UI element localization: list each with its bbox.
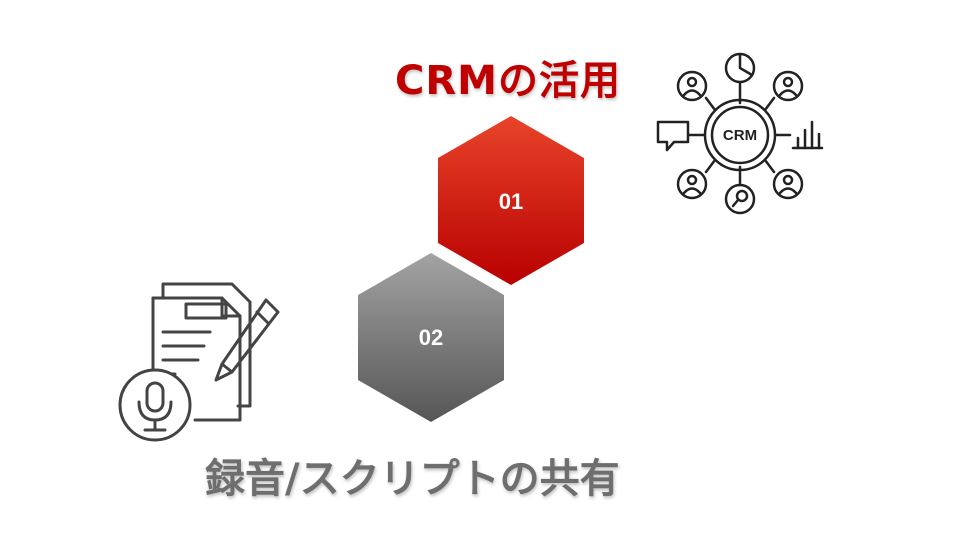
step-01-number: 01 (499, 189, 523, 214)
user-icon-top-left (676, 70, 708, 102)
crm-network-icon (656, 52, 824, 215)
user-icon-top-right (772, 70, 804, 102)
user-icon-bottom-right (772, 168, 804, 200)
step-02-number: 02 (419, 325, 443, 350)
user-icon-bottom-left (676, 168, 708, 200)
document-microphone-icon (118, 282, 280, 442)
step-02-hexagon: 02 (358, 253, 504, 422)
step-01-hexagon: 01 (438, 116, 584, 285)
crm-icon-label: CRM (723, 127, 757, 144)
chat-icon (656, 120, 690, 152)
step-02-title: 録音/スクリプトの共有 (205, 456, 620, 502)
search-icon (724, 183, 756, 215)
step-01-title: CRMの活用 (395, 58, 621, 104)
bar-chart-icon (791, 120, 824, 150)
